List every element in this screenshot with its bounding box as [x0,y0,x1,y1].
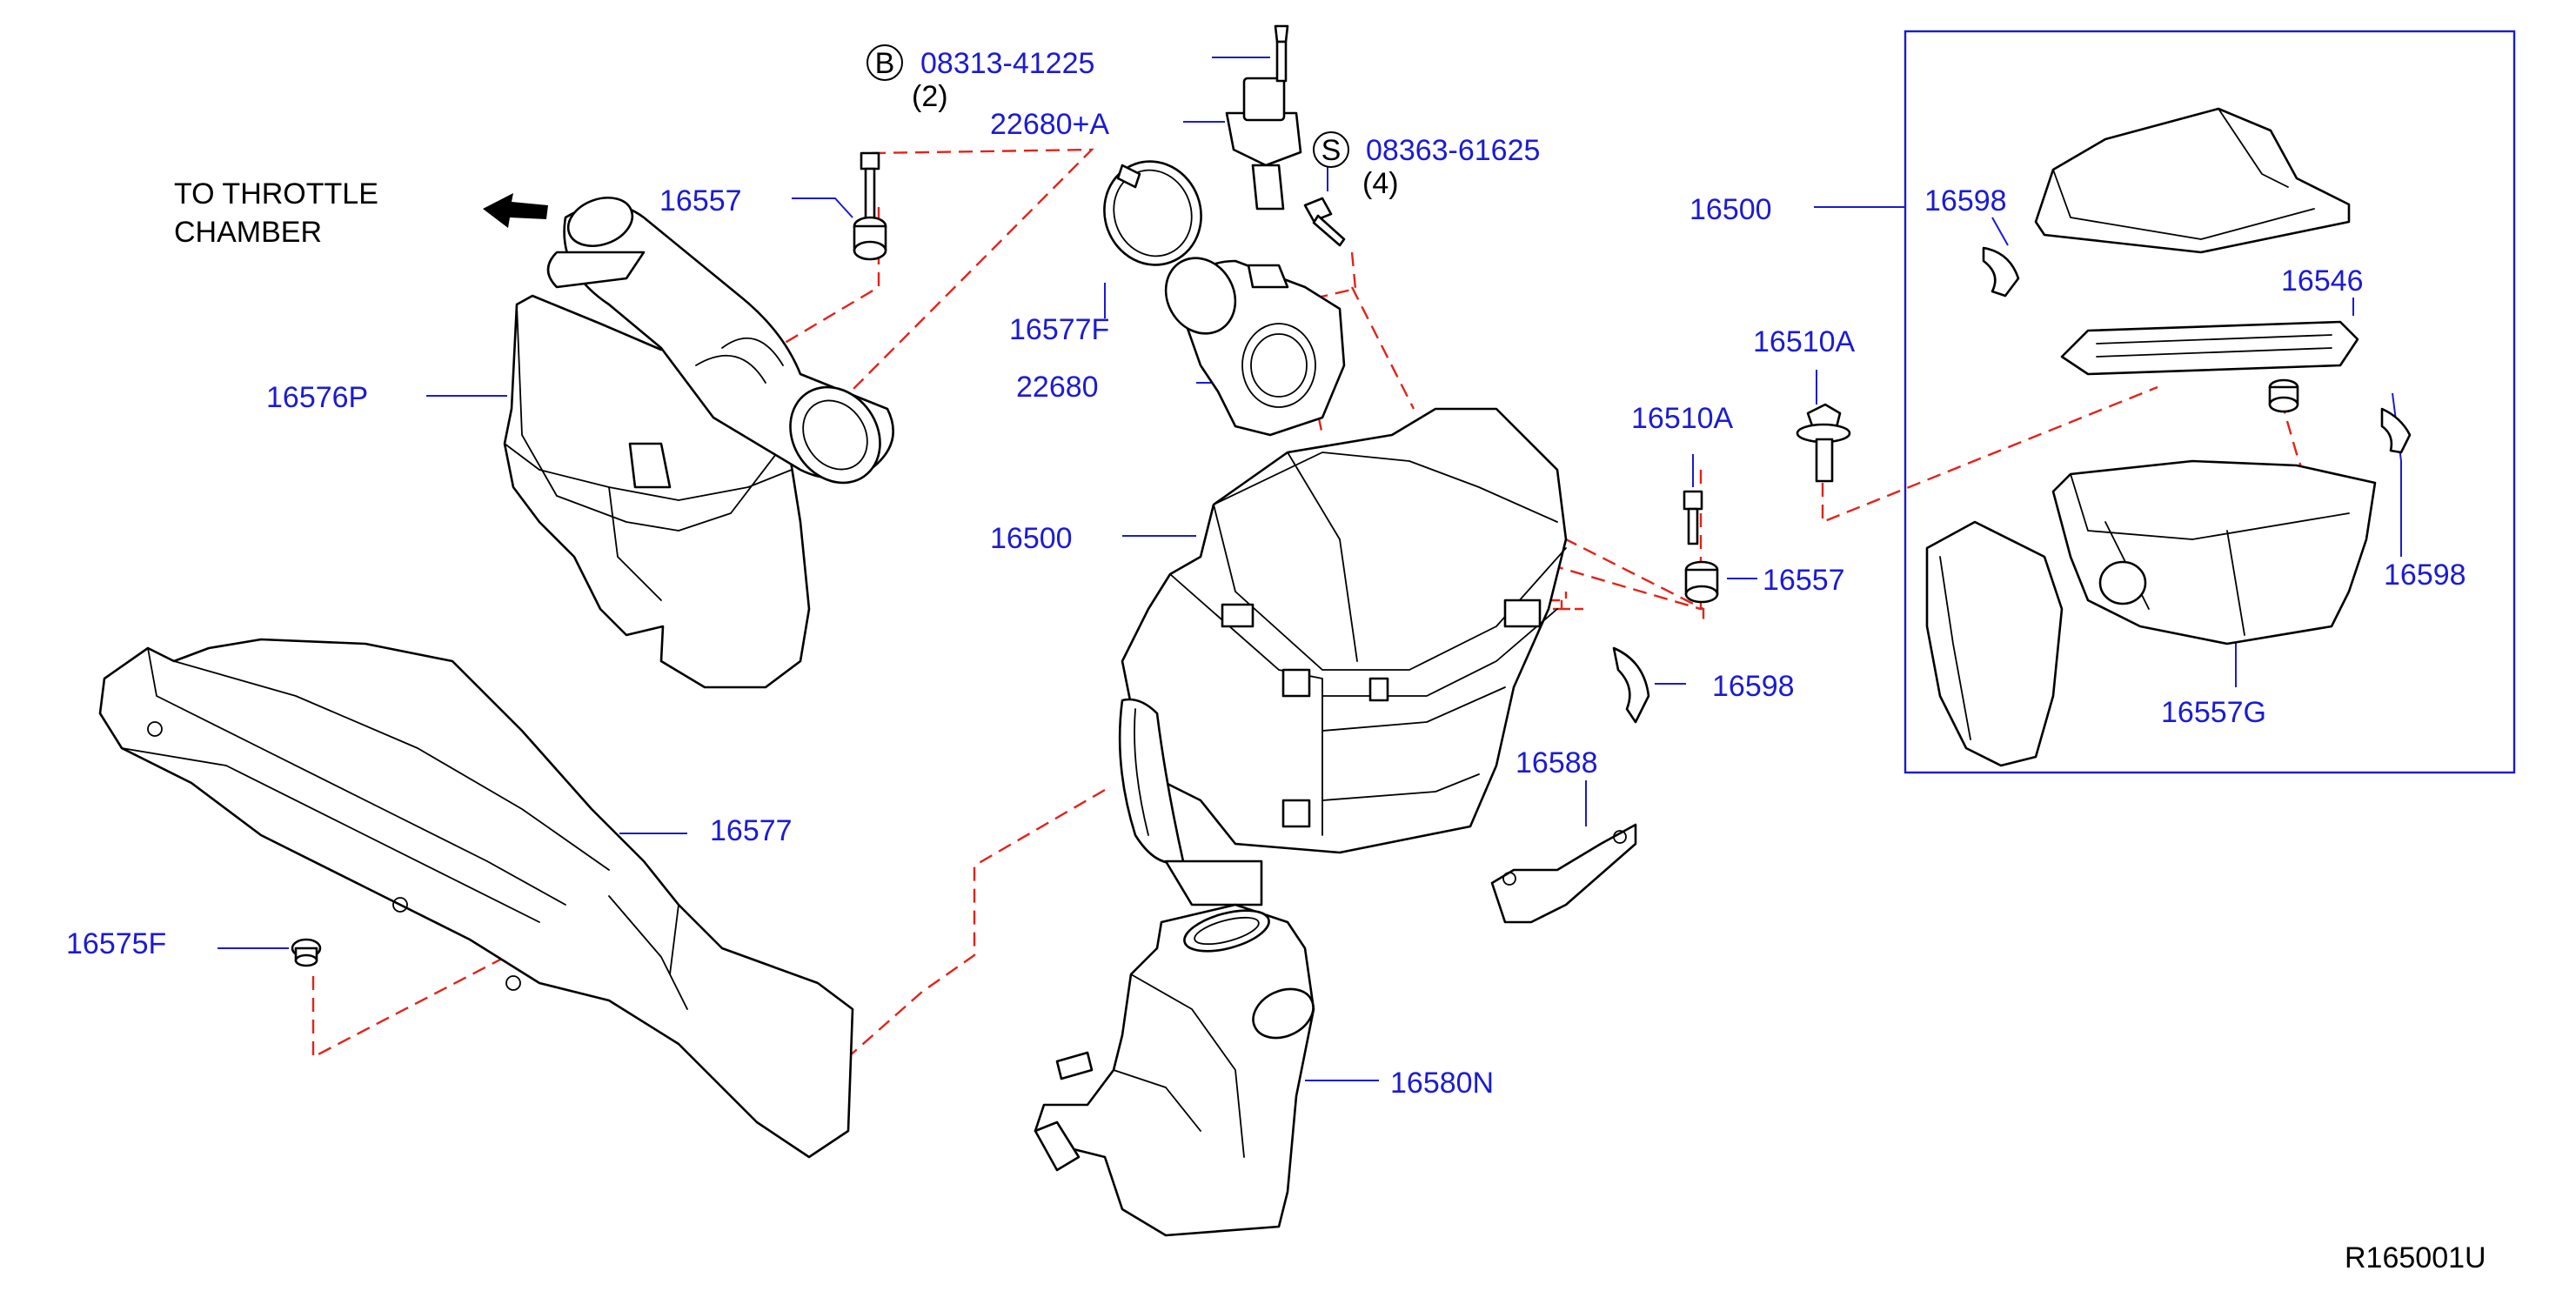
air-cleaner-16500 [1118,407,1568,906]
throttle-flange-22680 [1164,257,1346,437]
filter-element-16546 [2060,320,2359,376]
bracket-16588 [1490,823,1637,924]
direction-note-line-2: CHAMBER [174,216,322,249]
callout-s-part-number: 08363-61625 [1366,134,1540,167]
label-16598-main: 16598 [1712,670,1795,703]
label-16577: 16577 [710,814,793,847]
label-16575f: 16575F [66,927,166,960]
clip-16598-inset-1 [1982,246,2020,298]
label-16557g: 16557G [2161,696,2266,729]
label-16580n: 16580N [1390,1067,1494,1100]
callout-b-part-number: 08313-41225 [920,47,1094,80]
label-16598-inset-2: 16598 [2384,559,2466,592]
airflow-sensor-22680a [1225,24,1302,211]
clip-16598-main [1612,646,1650,724]
reference-code: R165001U [2345,1241,2486,1274]
label-16598-inset-1: 16598 [1924,184,2007,217]
grommet-16557-right [1684,560,1719,604]
duct-16577 [98,638,854,1159]
callout-s-letter: S [1321,134,1342,167]
bolt-16510a-1 [1796,403,1851,483]
direction-note: TO THROTTLE CHAMBER [174,177,378,249]
label-16546: 16546 [2281,264,2364,298]
label-16557-left: 16557 [659,184,742,217]
callout-s: S 08363-61625 (4) [1313,131,1540,200]
label-16577f: 16577F [1009,313,1109,346]
label-16557-right: 16557 [1763,564,1845,597]
hose-clamp-16577f [1103,160,1202,266]
callout-s-quantity: (4) [1362,167,1399,200]
lower-case-inset [1925,459,2377,767]
inlet-tube-16576p [546,197,894,485]
callout-b: B 08313-41225 (2) [866,44,1094,113]
callout-b-quantity: (2) [912,80,948,113]
label-16510a-2: 16510A [1631,402,1734,435]
direction-note-line-1: TO THROTTLE [174,177,378,211]
label-16500-main: 16500 [990,522,1073,555]
label-16576p: 16576P [266,381,368,414]
bolt-16510a-2 [1683,490,1703,545]
label-16510a-1: 16510A [1753,325,1856,358]
clip-16575f [291,938,322,967]
label-22680: 22680 [1016,371,1099,404]
part-labels: 16557 16576P 22680+A 16577F 22680 16500 … [66,108,2466,1100]
label-16500-inset: 16500 [1689,193,1772,226]
callout-b-letter: B [875,47,895,80]
direction-arrow [483,193,548,228]
duct-16580n [1034,903,1315,1237]
clip-16598-inset-2 [2380,407,2412,454]
label-22680a: 22680+A [990,108,1109,141]
grommet-16557g [2268,378,2299,413]
label-16588: 16588 [1515,746,1598,779]
upper-case-16500 [2034,107,2351,254]
grommet-16557-left [853,151,887,261]
bolt-08363 [1303,197,1346,247]
inset-panel [1904,30,2516,774]
